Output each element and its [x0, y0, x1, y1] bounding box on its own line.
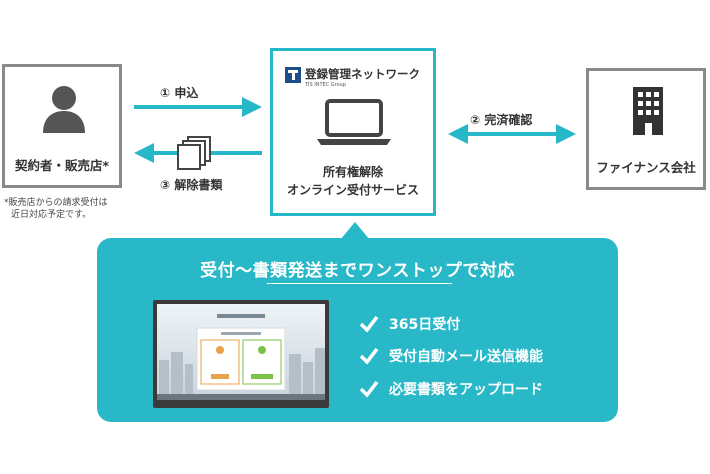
dealer-note: *販売店からの請求受付は 近日対応予定です。: [4, 197, 108, 221]
apply-arrow-label: ① 申込: [160, 86, 199, 100]
panel-pointer: [340, 222, 370, 240]
feature-item: 受付自動メール送信機能: [359, 346, 543, 366]
service-line1: 所有権解除: [322, 165, 383, 179]
feature-panel: 受付〜書類発送までワンストップで対応: [97, 238, 618, 422]
person-icon: [43, 86, 85, 133]
panel-title-underline: [267, 283, 452, 284]
feature-item: 365日受付: [359, 314, 460, 334]
feature-label: 受付自動メール送信機能: [389, 349, 543, 365]
network-logo-subtitle: TIS INTEC Group: [305, 82, 347, 88]
service-screenshot-image: [157, 304, 325, 400]
dealer-note-line2: 近日対応予定です。: [11, 210, 92, 220]
network-logo-icon: [285, 67, 301, 83]
documents-icon: [177, 136, 211, 170]
laptop-icon: [317, 99, 391, 145]
service-line2: オンライン受付サービス: [286, 183, 419, 197]
dealer-note-line1: *販売店からの請求受付は: [4, 198, 108, 208]
confirm-arrow-label: ② 完済確認: [470, 113, 533, 127]
apply-arrow: [134, 97, 262, 117]
service-box: 登録管理ネットワーク TIS INTEC Group 所有権解除 オンライン受付…: [270, 48, 436, 216]
finance-company-box: ファイナンス会社: [586, 68, 706, 190]
confirm-arrow: [448, 124, 576, 144]
finance-company-label: ファイナンス会社: [596, 160, 696, 175]
feature-label: 必要書類をアップロード: [389, 382, 543, 398]
feature-item: 必要書類をアップロード: [359, 379, 543, 399]
building-icon: [633, 87, 663, 135]
checkmark-icon: [359, 380, 379, 398]
feature-label: 365日受付: [389, 317, 461, 333]
network-logo-title: 登録管理ネットワーク: [305, 67, 420, 81]
contractor-box: 契約者・販売店*: [2, 64, 122, 188]
contractor-label: 契約者・販売店*: [14, 158, 110, 173]
documents-arrow-label: ③ 解除書類: [160, 178, 223, 192]
checkmark-icon: [359, 347, 379, 365]
service-screenshot: [153, 300, 329, 408]
panel-title: 受付〜書類発送までワンストップで対応: [200, 261, 515, 281]
checkmark-icon: [359, 315, 379, 333]
